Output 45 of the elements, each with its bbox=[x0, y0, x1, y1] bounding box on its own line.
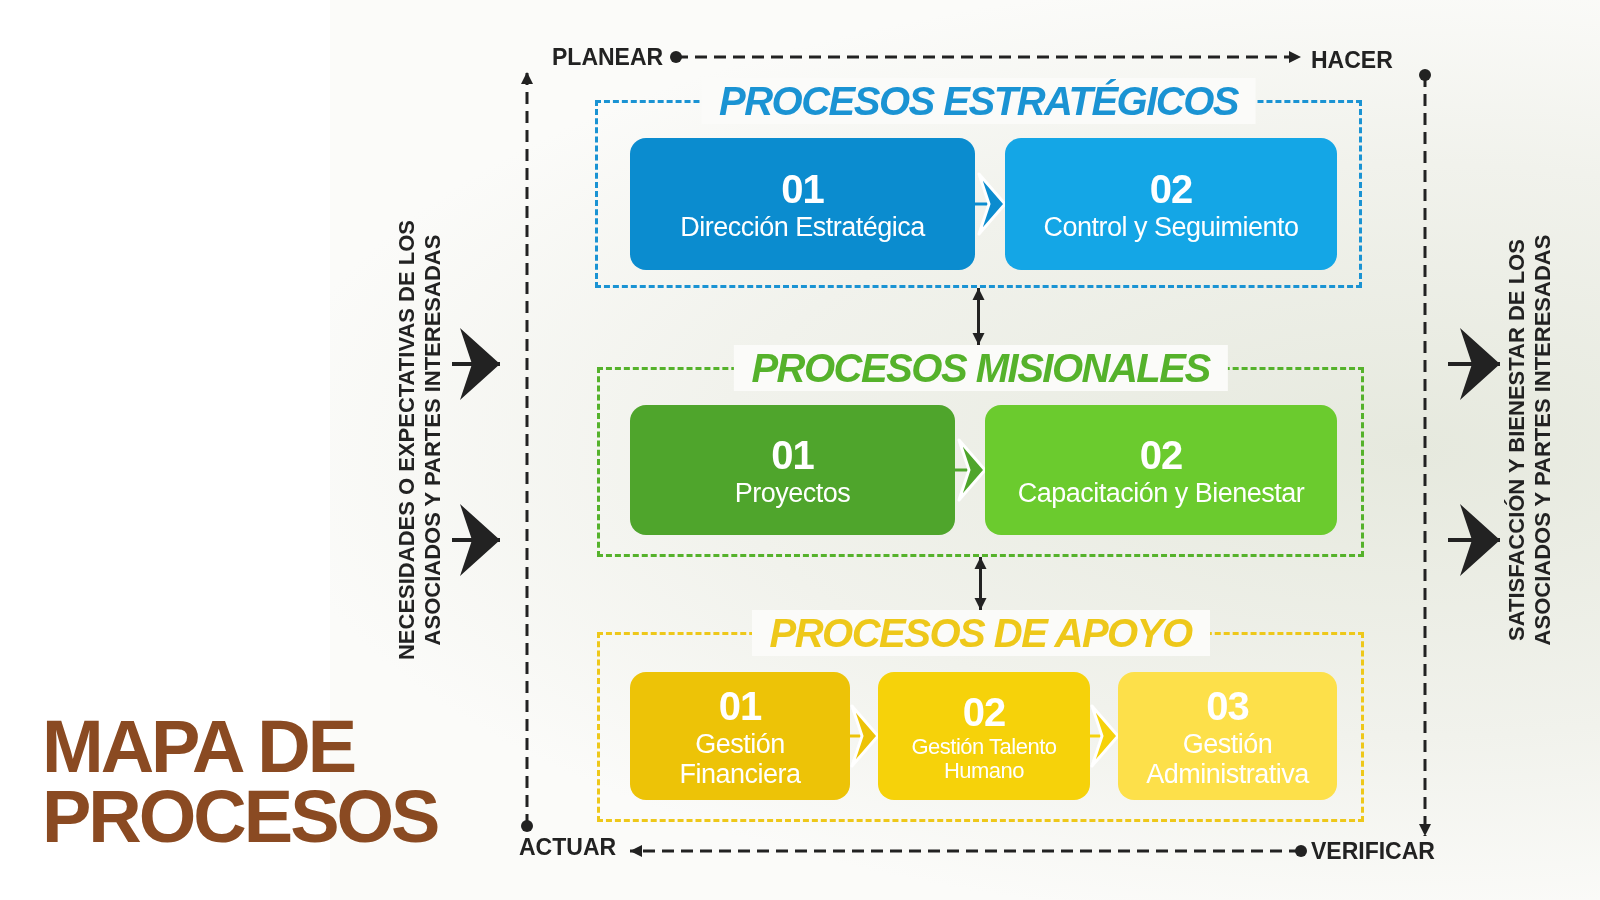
process-number: 01 bbox=[718, 683, 762, 729]
chevron-arrow bbox=[953, 438, 987, 502]
cycle-arrow bbox=[1419, 69, 1431, 836]
cycle-arrow bbox=[521, 72, 533, 832]
process-number: 02 bbox=[1139, 432, 1183, 478]
cycle-label: ACTUAR bbox=[515, 832, 630, 862]
double-arrow bbox=[974, 557, 987, 610]
chevron-arrow bbox=[452, 504, 500, 576]
cycle-label: PLANEAR bbox=[520, 42, 670, 72]
process-box bbox=[630, 138, 975, 270]
cycle-label: VERIFICAR bbox=[1305, 836, 1450, 866]
side-label: NECESIDADES O EXPECTATIVAS DE LOS ASOCIADOS Y PARTES INTERESADAS bbox=[394, 180, 446, 700]
process-number: 03 bbox=[1206, 683, 1249, 729]
process-box bbox=[630, 405, 955, 535]
process-box bbox=[985, 405, 1337, 535]
process-number: 01 bbox=[771, 432, 814, 478]
page-title: MAPA DE PROCESOS bbox=[42, 712, 439, 852]
process-name: Control y Seguimiento bbox=[1042, 212, 1300, 242]
process-name: Dirección Estratégica bbox=[679, 212, 927, 242]
process-box bbox=[878, 672, 1090, 800]
process-name: Gestión Talento Humano bbox=[910, 735, 1058, 783]
group-heading: PROCESOS MISIONALES bbox=[733, 345, 1228, 391]
cycle-label: HACER bbox=[1305, 45, 1440, 75]
process-box bbox=[1118, 672, 1337, 800]
process-box bbox=[1005, 138, 1337, 270]
process-name: Capacitación y Bienestar bbox=[1016, 478, 1306, 508]
process-box bbox=[630, 672, 850, 800]
chevron-arrow bbox=[452, 328, 500, 400]
process-number: 02 bbox=[1149, 166, 1193, 212]
process-number: 01 bbox=[781, 166, 824, 212]
chevron-arrow bbox=[973, 172, 1007, 236]
cycle-arrow bbox=[630, 845, 1307, 857]
cycle-arrow bbox=[670, 51, 1301, 63]
process-name: Gestión Financiera bbox=[678, 729, 802, 789]
chevron-arrow bbox=[1448, 328, 1500, 400]
process-number: 02 bbox=[962, 689, 1006, 735]
side-label: SATISFACCIÓN Y BIENESTAR DE LOS ASOCIADOS Y PARTES INTERESADAS bbox=[1504, 180, 1556, 700]
group-heading: PROCESOS ESTRATÉGICOS bbox=[701, 78, 1256, 124]
chevron-arrow bbox=[848, 704, 880, 768]
group-heading: PROCESOS DE APOYO bbox=[751, 610, 1210, 656]
chevron-arrow bbox=[1088, 704, 1120, 768]
chevron-arrow bbox=[1448, 504, 1500, 576]
double-arrow bbox=[972, 288, 985, 345]
process-name: Gestión Administrativa bbox=[1145, 729, 1311, 789]
process-name: Proyectos bbox=[733, 478, 852, 508]
